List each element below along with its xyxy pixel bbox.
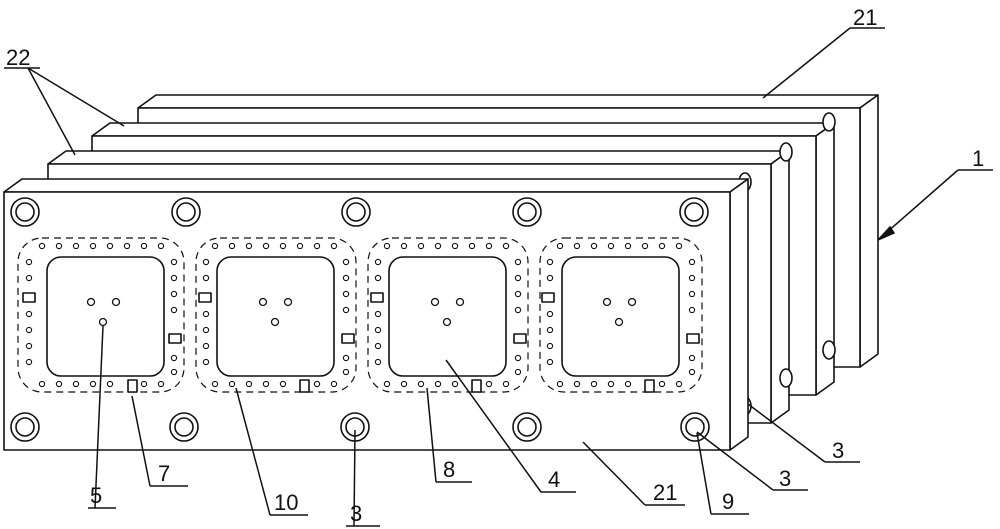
bolt-hole <box>680 198 708 226</box>
label-3-right-upper: 3 <box>832 438 844 463</box>
label-22: 22 <box>6 45 30 70</box>
label-1: 1 <box>972 146 984 171</box>
label-3-bottom: 3 <box>350 501 362 526</box>
bolt-hole <box>11 198 39 226</box>
bolt-hole <box>513 198 541 226</box>
locator-pin <box>300 380 309 392</box>
cavity-4 <box>540 238 702 392</box>
locator-pin <box>23 293 35 302</box>
bolt-hole <box>170 413 198 441</box>
label-10: 10 <box>274 490 298 515</box>
locator-pin <box>542 293 554 302</box>
label-4: 4 <box>548 467 560 492</box>
label-9: 9 <box>722 489 734 514</box>
locator-pin <box>342 334 354 343</box>
label-5: 5 <box>90 483 102 508</box>
locator-pin <box>472 380 481 392</box>
label-3-right-lower: 3 <box>779 466 791 491</box>
bolt-hole <box>11 413 39 441</box>
locator-pin <box>199 293 211 302</box>
bolt-hole <box>172 198 200 226</box>
label-8: 8 <box>443 457 455 482</box>
cavity-pocket <box>47 257 164 376</box>
locator-pin <box>514 334 526 343</box>
bolt-hole <box>513 413 541 441</box>
cavity-pocket <box>217 257 334 376</box>
cavity-3 <box>368 238 528 392</box>
bolt-hole <box>342 198 370 226</box>
locator-pin <box>645 380 654 392</box>
label-7: 7 <box>158 461 170 486</box>
cavity-pocket <box>562 257 679 376</box>
locator-pin <box>371 293 383 302</box>
label-21-top: 21 <box>853 5 877 30</box>
locator-pin <box>169 334 181 343</box>
locator-pin <box>128 380 137 392</box>
locator-pin <box>687 334 699 343</box>
cavity-2 <box>196 238 356 392</box>
bolt-hole <box>681 413 709 441</box>
cavity-pocket <box>389 257 506 376</box>
label-21-bottom: 21 <box>653 480 677 505</box>
